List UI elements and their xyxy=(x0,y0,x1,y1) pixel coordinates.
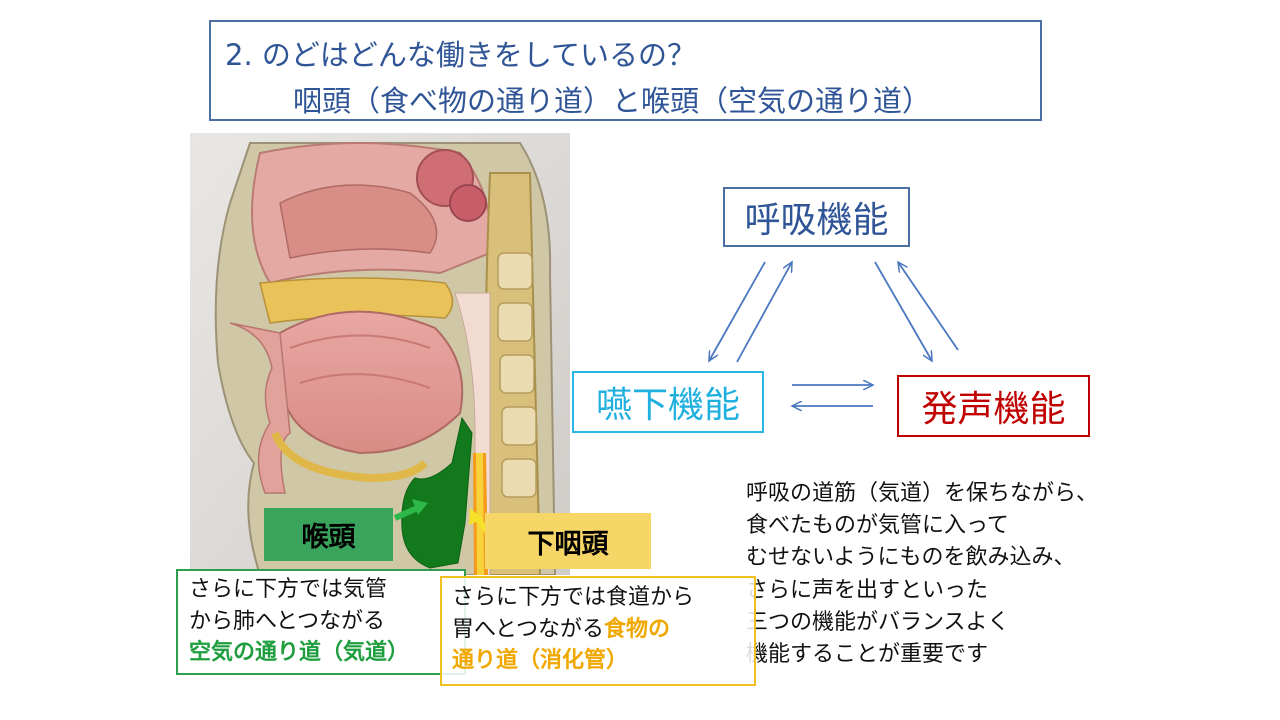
larynx-label: 喉頭 xyxy=(264,508,393,561)
description-line-5: 三つの機能がバランスよく xyxy=(746,609,1010,635)
title-box: 2. のどはどんな働きをしているの？ 咽頭（食べ物の通り道）と喉頭（空気の通り道… xyxy=(209,20,1042,121)
arrow-breathing-to-voice xyxy=(874,261,932,361)
food-line-1: さらに下方では食道から xyxy=(452,585,695,610)
food-line-2-plain: 胃へとつながる xyxy=(452,616,605,642)
airway-explanation-box: さらに下方では気管 から肺へとつながる 空気の通り道（気道） xyxy=(176,569,466,675)
description-line-3: むせないようにものを飲み込み、 xyxy=(746,545,1076,571)
description-line-1: 呼吸の道筋（気道）を保ちながら、 xyxy=(746,481,1099,506)
description-line-2: 食べたものが気管に入って xyxy=(746,513,1009,539)
title-line-1: 2. のどはどんな働きをしているの？ xyxy=(225,38,697,72)
airway-line-3: 空気の通り道（気道） xyxy=(189,640,410,665)
food-line-2-bold: 食物の xyxy=(604,616,671,642)
throat-anatomy-illustration xyxy=(190,133,570,575)
swallowing-function-box: 嚥下機能 xyxy=(572,371,764,433)
arrow-breathing-to-swallowing xyxy=(709,261,766,361)
description-line-4: さらに声を出すといった xyxy=(746,577,989,603)
hypopharynx-label: 下咽頭 xyxy=(485,513,651,569)
food-line-2: 胃へとつながる食物の xyxy=(452,614,754,646)
arrow-voice-to-breathing xyxy=(898,262,959,351)
arrow-swallowing-to-breathing xyxy=(736,262,792,363)
food-line-3: 通り道（消化管） xyxy=(452,648,629,673)
title-line-2: 咽頭（食べ物の通り道）と喉頭（空気の通り道） xyxy=(293,84,932,118)
airway-line-2: から肺へとつながる xyxy=(189,608,386,634)
food-passage-explanation-box: さらに下方では食道から 胃へとつながる食物の 通り道（消化管） xyxy=(440,576,756,686)
voice-function-box: 発声機能 xyxy=(897,375,1090,437)
function-description: 呼吸の道筋（気道）を保ちながら、 食べたものが気管に入って むせないようにものを… xyxy=(746,478,1098,671)
airway-line-1: さらに下方では気管 xyxy=(189,577,388,602)
description-line-6: 機能することが重要です xyxy=(746,642,989,668)
breathing-function-box: 呼吸機能 xyxy=(723,187,910,247)
